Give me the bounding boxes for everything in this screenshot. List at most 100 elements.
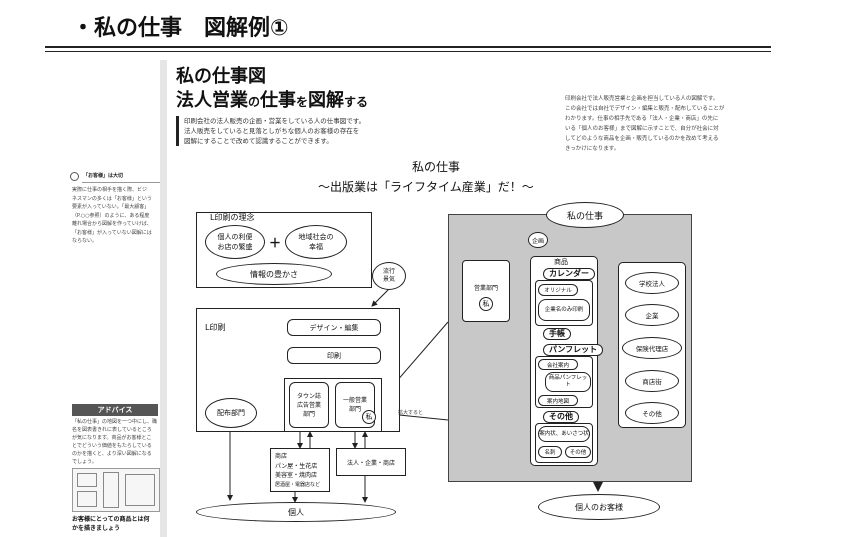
zoom-note: 拡大すると (398, 410, 424, 416)
intro-line: 法人販売をしていると見落としがちな個人のお客様の存在を (184, 127, 360, 135)
intro-text: 印刷会社の法人販売の企画・営業をしている人の仕事図です。 法人販売をしていると見… (184, 116, 424, 146)
company-label: L印刷 (205, 323, 226, 332)
category-calendar: カレンダー (543, 268, 595, 280)
point-line: ならない。 (72, 238, 98, 244)
point-line: 「お客様」が入っていない図解には (72, 229, 152, 236)
headline-part-d: を (296, 95, 309, 109)
trend-line: 景気 (382, 276, 395, 283)
corporations-box: 法人・企業・商店 (336, 448, 406, 476)
customer-label: 企業 (645, 312, 659, 320)
distribution-label: 配布部門 (217, 409, 245, 417)
zoom-title: 私の仕事 (546, 202, 624, 228)
trend-economy: 流行景気 (372, 262, 406, 290)
lightbulb-icon (70, 172, 79, 181)
trend-line: 流行 (382, 268, 395, 275)
design-editing: デザイン・編集 (287, 319, 381, 336)
intro-line: 図解にすることで改めて認識することができます。 (184, 137, 333, 145)
thumbnail-block (125, 474, 155, 506)
point-line: 実際に仕事の相手を描く際、ビジ (72, 187, 148, 193)
advice-thumbnail (72, 468, 160, 512)
information-richness: 情報の豊かさ (216, 263, 332, 285)
advice-line: が気になります。商品がお客様とこ (72, 435, 152, 441)
others-item-label: 名刺 (544, 450, 556, 456)
point-text: 実際に仕事の相手を描く際、ビジ ネスマンの多くは「お客様」という 要素が入ってい… (72, 186, 160, 246)
title-divider (45, 46, 771, 48)
pamphlet-product: 商品パンフレット (545, 372, 591, 392)
zoom-title-label: 私の仕事 (566, 211, 603, 222)
general-line: 部門 (348, 406, 361, 413)
individual-customers-label: 個人のお客様 (575, 502, 623, 512)
title-divider-thin (45, 51, 771, 52)
thumbnail-block (103, 472, 119, 508)
individuals: 個人 (196, 502, 396, 522)
philosophy-label: L印刷の理念 (210, 213, 255, 222)
ideal-line: 個人の利便 (217, 233, 253, 241)
pamphlet-company-info: 会社案内 (538, 359, 578, 370)
advice-line: とでどういう価値をもたらしている (72, 443, 152, 449)
stamp-char: 私 (365, 413, 373, 421)
calendar-original: オリジナル (538, 284, 578, 296)
others-item-label: 案内状、あいさつ状 (539, 430, 589, 437)
advice-line: 名を図表書きれに表しているところ (72, 427, 152, 433)
customer-insurance: 保険代理店 (622, 337, 682, 359)
headline-part-e: 図解 (308, 90, 345, 111)
description-line: この会社では自社でデザイン・編集と販売・配布していることが (565, 106, 725, 112)
others-other: その他 (565, 446, 591, 458)
headline-part-f: する (344, 95, 369, 109)
description-line: してどのような商品を企画・販売しているのかを改めて考える (565, 136, 719, 142)
customer-label: 商店街 (642, 378, 662, 386)
page-spine (160, 60, 167, 537)
caption-line: お客様にとっての商品とは何 (72, 516, 150, 523)
customer-school: 学校法人 (625, 272, 679, 294)
customer-other: その他 (625, 402, 679, 424)
shop-line: 商店 (275, 453, 288, 460)
headline-line2: 法人営業の仕事を図解する (176, 86, 368, 112)
ideal-community-happiness: 地域社会の幸福 (285, 225, 347, 259)
others-invitation: 案内状、あいさつ状 (538, 426, 590, 442)
calendar-item-label: オリジナル (544, 288, 572, 294)
intro-line: 印刷会社の法人販売の企画・営業をしている人の仕事図です。 (184, 117, 366, 125)
headline-line1: 私の仕事図 (176, 66, 266, 87)
point-line: 要素が入っていない。「最大顧客」 (72, 204, 150, 210)
general-line: 一般営業 (342, 397, 367, 404)
diagram-title: 私の仕事 (412, 160, 461, 174)
slide-title: ・私の仕事 図解例① (72, 16, 289, 41)
description-line: いる「個人のお客様」まで図解に示すことで、自分が社会に対 (565, 126, 719, 132)
design-label: デザイン・編集 (309, 323, 359, 332)
headline-part-c: 仕事 (260, 90, 297, 111)
planning-label: 企画 (531, 237, 544, 245)
ideal-line: 地域社会の (298, 233, 334, 241)
sales-dept-box: 営業部門 (462, 260, 510, 322)
pamphlet-map: 案内地図 (538, 395, 578, 406)
pamphlet-item-label: 会社案内 (546, 362, 569, 369)
shops-box: 商店 パン屋・生花店 美容室・焼肉店 居酒屋・電器店など (270, 448, 330, 492)
description-line: きっかけになります。 (565, 146, 620, 152)
point-line: 離れ場合から図解を作っていけば、 (72, 221, 152, 227)
printing-label: 印刷 (327, 351, 341, 360)
category-pamphlet: パンフレット (543, 344, 604, 356)
description-text: 印刷会社で法人販売営業と企画を担当している人の図解です。 この会社では自社でデザ… (565, 94, 775, 154)
thumbnail-block (77, 491, 97, 507)
others-item-label: その他 (569, 450, 587, 456)
town-ad-sales-dept: タウン誌広告営業部門 (289, 382, 329, 428)
point-line: ネスマンの多くは「お客様」という (72, 195, 152, 202)
distribution-dept: 配布部門 (205, 398, 257, 428)
individuals-label: 個人 (288, 507, 304, 517)
richness-label: 情報の豊かさ (250, 269, 298, 279)
self-stamp-icon: 私 (362, 410, 376, 424)
customer-label: 学校法人 (639, 280, 665, 288)
advice-line: でしょう。 (72, 459, 97, 465)
town-line: タウン誌 (296, 392, 321, 400)
corporations-label: 法人・企業・商店 (346, 459, 395, 467)
intro-bar (176, 116, 179, 146)
point-title: 「お客様」は大切 (83, 173, 124, 179)
town-line: 広告営業 (296, 401, 321, 409)
pamphlet-item-label: 商品パンフレット (548, 375, 588, 388)
advice-text: 「私の仕事」の地図を一つ中にし、職 名を図表書きれに表しているところ が気になり… (72, 418, 160, 466)
printing: 印刷 (287, 347, 381, 364)
customer-company: 企業 (625, 304, 679, 326)
point-line: （P.○○参照）のように、ある程度 (72, 212, 150, 219)
sales-dept-label: 営業部門 (473, 285, 498, 292)
ideal-line: 幸福 (309, 243, 323, 251)
